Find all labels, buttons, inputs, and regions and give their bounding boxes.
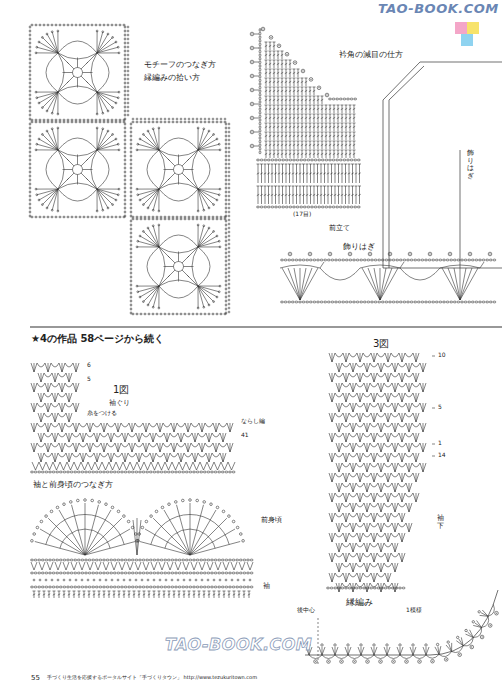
row-number: 1: [437, 440, 443, 447]
part-name: 後中心: [296, 607, 316, 614]
part-name: 飾りはぎ: [466, 150, 475, 181]
logo-cube: [455, 22, 467, 34]
chart-caption: 縁編みの拾い方: [143, 73, 201, 82]
stitch-count: (17目): [292, 211, 312, 218]
chart-caption: 衿角の減目の仕方: [338, 50, 404, 59]
part-name: 袖: [262, 582, 271, 590]
motif-chart: [29, 24, 126, 121]
figure-number: 3図: [372, 338, 390, 350]
center-line: [318, 618, 319, 664]
motif-chart: [130, 218, 227, 315]
instruction-note: 糸をつける: [86, 410, 118, 417]
part-name: 袖下: [436, 515, 445, 530]
instruction-note: ならし編: [240, 418, 266, 425]
footer-note: 手づくり生活を応援するポータルサイト「手づくりタウン」 http://www.t…: [46, 675, 258, 681]
row-number: 6: [86, 362, 92, 369]
watermark: TAO-BOOK.COM: [165, 636, 312, 654]
logo-cube: [461, 34, 473, 46]
chart-caption: モチーフのつなぎ方: [143, 60, 217, 69]
chart-3: [327, 353, 436, 592]
edging-chart: [306, 604, 498, 663]
sleeve-join-chart: [31, 499, 254, 598]
row-number: 5: [86, 376, 92, 383]
logo-cube: [467, 22, 479, 34]
row-number: 10: [437, 352, 447, 359]
section-rule: [30, 326, 502, 327]
page-number: 55: [30, 674, 41, 682]
row-number: 41: [240, 432, 250, 439]
garment-sketch: [383, 62, 502, 268]
section-heading: ★4の作品 58ページから続く: [30, 333, 165, 345]
chart-1: [31, 363, 236, 473]
part-name: 袖ぐり: [108, 399, 131, 407]
row-number: 14: [437, 452, 447, 459]
edging-stitches: [127, 26, 231, 314]
chart-caption: 縁編み: [345, 597, 374, 607]
chart-caption: 飾りはぎ: [342, 242, 376, 251]
chart-caption: 袖と前身頃のつなぎ方: [32, 480, 114, 489]
row-number: 5: [437, 404, 443, 411]
joining-chart: [280, 252, 496, 303]
motif-chart: [130, 121, 227, 218]
part-name: 前立て: [328, 224, 351, 232]
repeat-note: 1模様: [405, 607, 423, 614]
motif-chart: [29, 121, 126, 218]
figure-number: 1図: [112, 384, 130, 396]
watermark: TAO-BOOK.COM: [378, 2, 499, 17]
part-name: 前身頃: [260, 516, 283, 524]
